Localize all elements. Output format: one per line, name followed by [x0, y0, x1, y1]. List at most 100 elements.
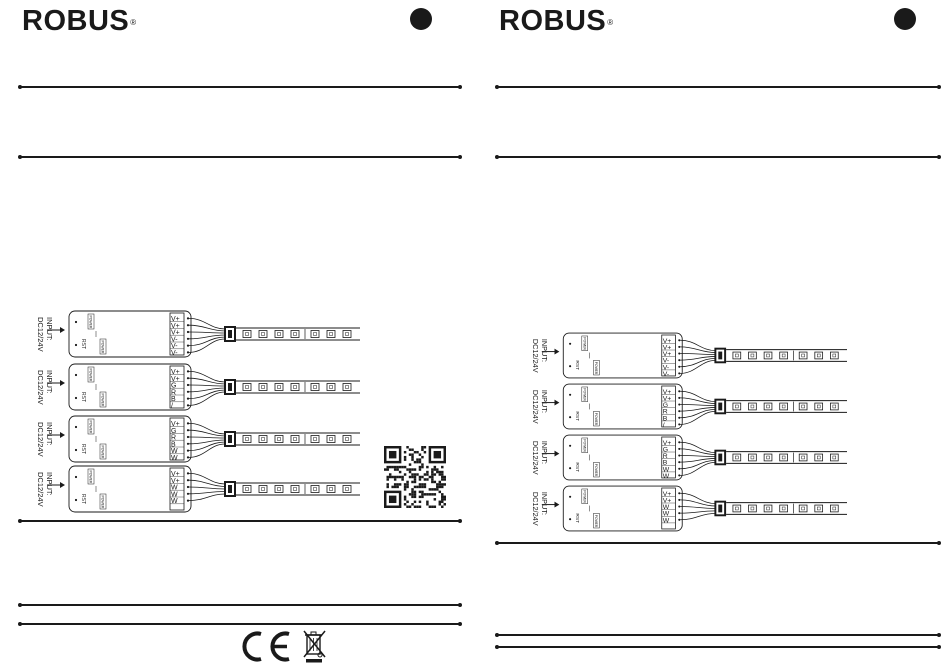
divider-second — [18, 155, 462, 159]
led-chip-core — [245, 332, 249, 336]
qr-module — [403, 488, 407, 491]
led-chip — [748, 504, 757, 513]
rst-dot — [74, 498, 78, 502]
power-box-2 — [593, 513, 600, 529]
led-chip — [732, 453, 742, 462]
led-chip-core — [735, 404, 739, 409]
qr-module — [431, 470, 434, 474]
terminal-label: / — [171, 403, 173, 410]
led-chip — [310, 383, 320, 391]
qr-module — [386, 483, 389, 486]
led-chip-core — [750, 506, 755, 511]
rst-dot — [569, 365, 572, 368]
qr-module — [441, 505, 444, 508]
rst-label: RST — [80, 392, 86, 402]
wire — [680, 455, 716, 457]
qr-module — [406, 468, 409, 471]
qr-module — [431, 480, 434, 484]
led-chip — [342, 330, 352, 338]
led-chip — [798, 351, 808, 360]
led-chip-core — [313, 332, 317, 336]
led-chip-core — [781, 404, 786, 409]
qr-module — [393, 475, 397, 479]
led-chip-core — [801, 455, 805, 460]
terminal-screw — [678, 467, 681, 470]
qr-module — [411, 495, 414, 499]
led-chip — [290, 383, 300, 391]
terminal-label: B — [663, 415, 668, 422]
power-box-2 — [99, 443, 107, 460]
qr-module — [403, 450, 407, 454]
led-chip-core — [245, 437, 249, 441]
led-chip — [274, 383, 284, 391]
led-chip — [798, 402, 808, 411]
controller-body — [562, 434, 683, 481]
led-dot — [569, 495, 572, 498]
qr-module — [418, 483, 422, 486]
terminal-label: W — [663, 473, 670, 480]
qr-module — [441, 473, 444, 476]
led-chip-core — [329, 437, 333, 441]
power-box — [581, 437, 588, 453]
qr-module — [441, 478, 444, 481]
brand-logo-right: ROBUS® — [499, 6, 614, 36]
qr-module — [386, 485, 389, 489]
rst-dot — [569, 416, 572, 419]
led-chip-core — [345, 332, 349, 336]
terminal-label: V- — [663, 358, 669, 365]
wire — [188, 423, 226, 435]
terminal-screw — [186, 422, 190, 425]
qr-module — [396, 475, 399, 479]
wire — [188, 336, 226, 346]
wire — [680, 461, 716, 476]
terminal-screw — [678, 461, 681, 464]
qr-module — [388, 473, 392, 476]
led-chip — [258, 330, 268, 338]
qr-module — [421, 455, 424, 459]
qr-module — [421, 490, 424, 494]
terminal-screw — [186, 429, 190, 432]
terminal-screw — [678, 454, 681, 457]
qr-module — [418, 475, 422, 479]
terminal-block — [169, 467, 185, 511]
terminal-label: G — [171, 383, 176, 390]
terminal-label: V+ — [171, 316, 180, 323]
qr-module — [401, 465, 404, 469]
qr-module — [431, 488, 434, 491]
controller-body — [68, 310, 192, 358]
led-chip — [830, 453, 839, 462]
qr-module — [388, 465, 392, 469]
wire — [680, 458, 716, 463]
qr-module — [413, 500, 417, 504]
qr-module — [411, 503, 414, 506]
qr-module — [391, 475, 394, 479]
input-label: INPUT: — [540, 492, 549, 515]
led-chip — [748, 453, 757, 462]
led-chip-core — [766, 506, 770, 511]
qr-module — [438, 485, 442, 489]
led-chip — [779, 453, 788, 462]
qr-module — [431, 505, 434, 508]
terminal-label: R — [663, 453, 668, 460]
terminal-screw — [186, 377, 190, 380]
input-voltage-label: DC12/24V — [36, 422, 45, 457]
power-box — [581, 335, 588, 351]
qr-module — [413, 460, 417, 464]
qr-module — [418, 485, 422, 489]
terminal-screw — [186, 397, 190, 400]
divider-third — [18, 519, 462, 523]
qr-finder-core — [388, 495, 397, 504]
led-chip-core — [329, 385, 333, 389]
qr-module — [443, 503, 446, 506]
led-chip-core — [329, 332, 333, 336]
qr-module — [423, 485, 427, 489]
qr-module — [421, 448, 424, 451]
qr-module — [421, 495, 424, 499]
led-chip — [326, 383, 336, 391]
wire — [680, 506, 716, 509]
qr-module — [413, 475, 417, 479]
terminal-screw — [678, 403, 681, 406]
qr-module — [406, 505, 409, 508]
led-chip-core — [293, 332, 297, 336]
